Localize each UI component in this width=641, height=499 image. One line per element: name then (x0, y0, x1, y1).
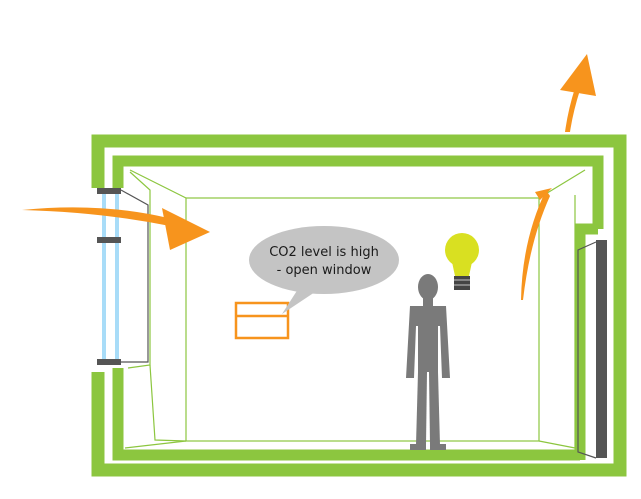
light-bulb-icon (445, 233, 479, 290)
bubble-line-2: - open window (277, 263, 372, 278)
person-icon (406, 274, 450, 450)
bubble-line-1: CO2 level is high (269, 245, 379, 260)
co2-sensor-icon (234, 301, 290, 340)
building-wall (91, 134, 627, 477)
inner-wall (112, 155, 604, 461)
window-icon (97, 188, 149, 365)
room-perspective (124, 169, 586, 449)
speech-bubble: CO2 level is high - open window (249, 226, 399, 314)
air-inflow-arrow (22, 207, 210, 250)
radiator-icon (577, 240, 607, 459)
air-outflow-arrow (521, 54, 596, 300)
